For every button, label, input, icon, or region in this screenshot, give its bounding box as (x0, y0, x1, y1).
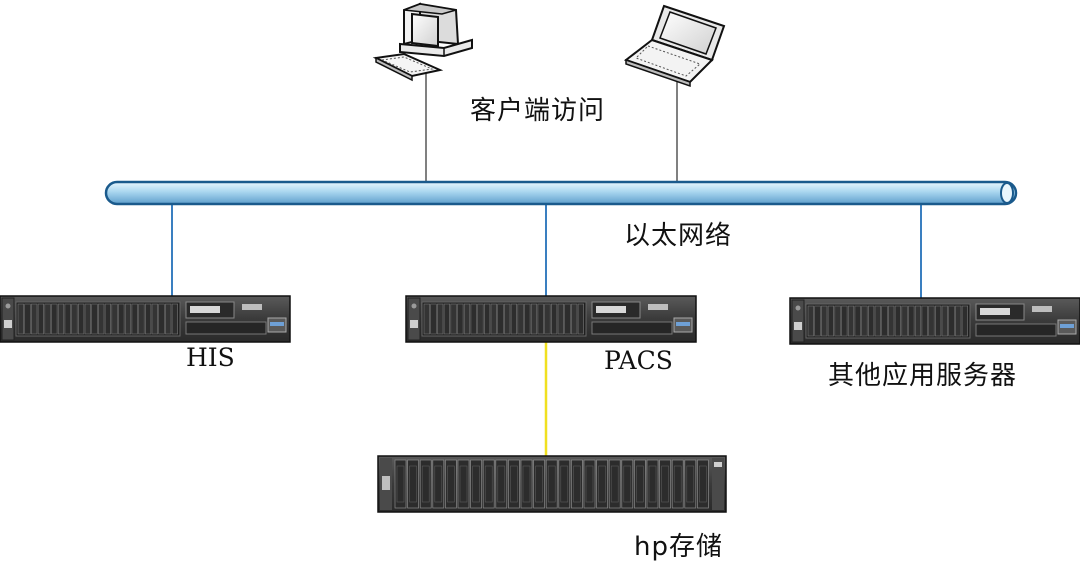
laptop-icon (623, 4, 726, 88)
hp-storage-label: hp存储 (634, 532, 723, 562)
his-label: HIS (186, 343, 235, 372)
other-servers-label: 其他应用服务器 (828, 361, 1018, 391)
hp-storage-array (377, 455, 727, 513)
desktop-computer-icon (372, 2, 473, 82)
other-application-server (789, 297, 1080, 345)
pacs-label: PACS (604, 346, 673, 375)
ethernet-label: 以太网络 (624, 221, 733, 251)
ethernet-bus (104, 180, 1018, 206)
client-access-label: 客户端访问 (470, 96, 606, 126)
his-server (0, 295, 291, 343)
pacs-server (405, 295, 697, 343)
